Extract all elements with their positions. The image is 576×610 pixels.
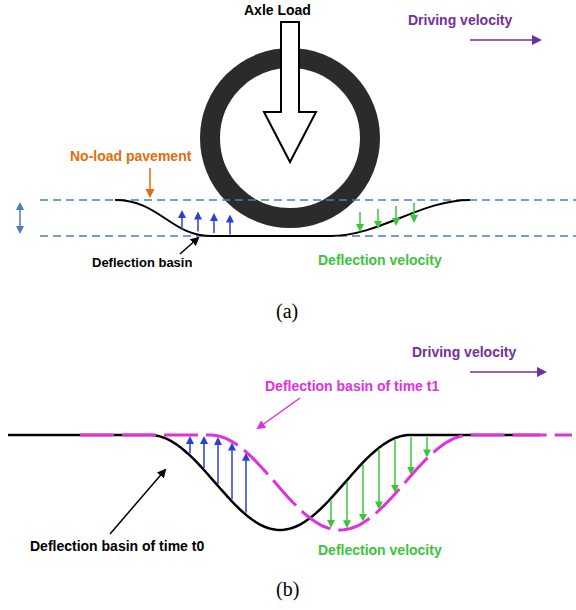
velocity-arrow	[470, 371, 545, 373]
leader-line	[149, 168, 151, 196]
velocity-arrow	[213, 215, 215, 233]
basin-label: Deflection basin of time t0	[30, 538, 204, 554]
leader-line	[180, 238, 198, 254]
velocity-arrow	[346, 482, 348, 526]
basin-label: Deflection basin of time t1	[265, 378, 439, 394]
leader-line	[110, 470, 165, 534]
velocity-arrow	[395, 206, 397, 224]
velocity-arrow	[362, 464, 364, 519]
velocity-arrow	[231, 445, 233, 500]
velocity-arrows	[190, 437, 427, 526]
pavement-label: No-load pavement	[70, 148, 191, 164]
deflection-basin-curve	[115, 200, 470, 236]
panel-label: (a)	[276, 300, 298, 323]
panel-label: (b)	[276, 578, 299, 601]
velocity-arrow	[197, 214, 199, 232]
velocity-arrow	[181, 212, 183, 230]
basin-label: Deflection basin	[92, 256, 192, 271]
velocity-arrow	[413, 203, 415, 221]
velocity-arrow	[189, 438, 191, 454]
velocity-label: Deflection velocity	[318, 252, 442, 268]
velocity-arrow	[359, 212, 361, 230]
deflection-dimension	[19, 204, 21, 232]
velocity-arrow	[426, 437, 428, 455]
velocity-arrow	[203, 438, 205, 468]
velocity-arrow	[410, 437, 412, 473]
velocity-arrow	[330, 500, 332, 526]
velocity-label: Driving velocity	[408, 12, 512, 28]
axle-load-arrow	[264, 22, 316, 162]
velocity-arrow	[245, 455, 247, 513]
velocity-arrow	[394, 440, 396, 491]
load-label: Axle Load	[244, 2, 311, 18]
leader-line	[258, 398, 300, 428]
velocity-arrow	[377, 209, 379, 227]
velocity-label: Driving velocity	[412, 344, 516, 360]
velocity-arrow	[229, 217, 231, 235]
velocity-arrows	[182, 203, 414, 235]
velocity-arrow	[378, 450, 380, 508]
velocity-arrow	[470, 39, 540, 41]
velocity-arrow	[217, 439, 219, 484]
velocity-label: Deflection velocity	[318, 542, 442, 558]
